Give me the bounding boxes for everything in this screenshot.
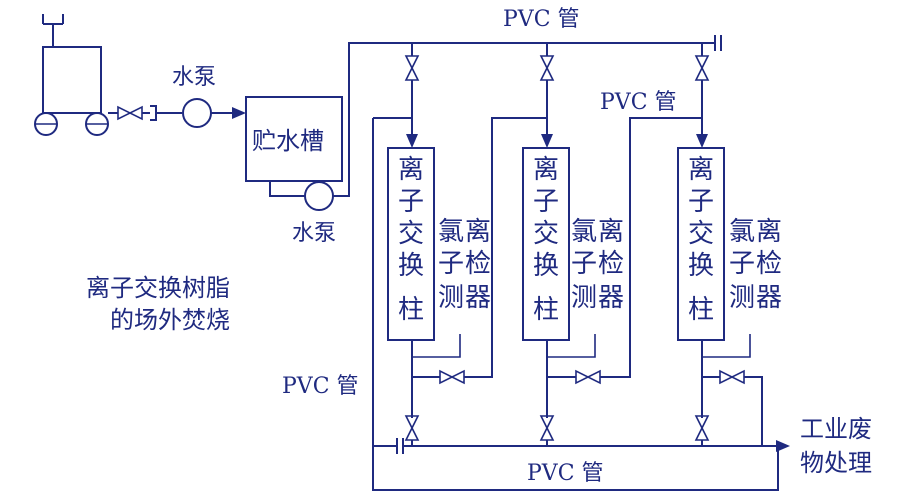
inlet-valve-1 xyxy=(405,55,419,81)
svg-text:换: 换 xyxy=(398,251,424,281)
column-3-label: 离 子 交 换 柱 xyxy=(688,155,714,325)
tanker-truck xyxy=(34,14,109,136)
svg-text:柱: 柱 xyxy=(533,295,559,325)
pump-to-header-pipe xyxy=(333,42,708,197)
svg-text:交: 交 xyxy=(688,219,714,249)
pump-bottom-label: 水泵 xyxy=(292,221,336,246)
svg-text:子: 子 xyxy=(571,249,597,279)
chloride-detector-1-label: 氯 子 测 离 检 器 xyxy=(438,217,491,313)
waste-treatment-label-1: 工业废 xyxy=(800,415,872,443)
svg-text:离: 离 xyxy=(398,155,424,185)
water-pump-top xyxy=(182,98,212,128)
svg-text:测: 测 xyxy=(438,283,464,313)
flow-arrow-to-tank xyxy=(232,107,246,119)
svg-text:测: 测 xyxy=(729,283,755,313)
flow-arrow-to-waste xyxy=(776,440,790,452)
svg-text:柱: 柱 xyxy=(398,295,424,325)
resin-incineration-label-2: 的场外焚烧 xyxy=(110,306,230,334)
water-pump-bottom xyxy=(304,181,334,211)
tank-outlet-pipe xyxy=(269,181,305,197)
pvc-left-label: PVC 管 xyxy=(282,374,359,399)
svg-text:换: 换 xyxy=(688,251,714,281)
svg-text:子: 子 xyxy=(438,249,464,279)
chloride-detector-3-label: 氯 子 测 离 检 器 xyxy=(729,217,782,313)
column-2-label: 离 子 交 换 柱 xyxy=(533,155,559,325)
resin-return-loop xyxy=(372,117,779,491)
svg-text:子: 子 xyxy=(533,187,559,217)
svg-text:氯: 氯 xyxy=(571,217,597,247)
header-end-cap xyxy=(714,35,722,51)
pvc-bottom-label: PVC 管 xyxy=(527,461,604,486)
svg-text:离: 离 xyxy=(465,217,491,247)
chloride-detector-2-label: 氯 子 测 离 检 器 xyxy=(571,217,624,313)
svg-text:子: 子 xyxy=(398,187,424,217)
svg-text:交: 交 xyxy=(398,219,424,249)
pvc-mid-label: PVC 管 xyxy=(600,90,677,115)
column-1-label: 离 子 交 换 柱 xyxy=(398,155,424,325)
storage-tank xyxy=(245,96,343,182)
svg-text:器: 器 xyxy=(598,283,624,313)
inlet-valve-2 xyxy=(540,55,554,81)
inlet-branch-3 xyxy=(695,43,709,148)
inlet-branch-1 xyxy=(405,43,419,148)
svg-text:子: 子 xyxy=(688,187,714,217)
svg-text:离: 离 xyxy=(598,217,624,247)
svg-text:器: 器 xyxy=(756,283,782,313)
truck-outlet-valve xyxy=(117,106,143,120)
svg-text:子: 子 xyxy=(729,249,755,279)
svg-text:换: 换 xyxy=(533,251,559,281)
svg-text:氯: 氯 xyxy=(438,217,464,247)
svg-text:交: 交 xyxy=(533,219,559,249)
svg-text:检: 检 xyxy=(598,249,624,279)
waste-treatment-label-2: 物处理 xyxy=(800,449,872,477)
svg-text:离: 离 xyxy=(688,155,714,185)
outlet-branch-3 xyxy=(695,334,763,446)
svg-text:器: 器 xyxy=(465,283,491,313)
svg-text:氯: 氯 xyxy=(729,217,755,247)
svg-text:离: 离 xyxy=(756,217,782,247)
outlet-branch-1 xyxy=(405,117,547,446)
hose-coupling xyxy=(142,105,157,121)
svg-text:测: 测 xyxy=(571,283,597,313)
svg-text:检: 检 xyxy=(756,249,782,279)
pvc-top-label: PVC 管 xyxy=(503,7,580,32)
svg-text:检: 检 xyxy=(465,249,491,279)
svg-text:离: 离 xyxy=(533,155,559,185)
inlet-valve-3 xyxy=(695,55,709,81)
collector-end-cap xyxy=(396,438,404,454)
inlet-branch-2 xyxy=(540,43,554,148)
resin-incineration-label-1: 离子交换树脂 xyxy=(86,274,230,302)
svg-text:柱: 柱 xyxy=(688,295,714,325)
storage-tank-label: 贮水槽 xyxy=(252,127,324,155)
pump-top-label: 水泵 xyxy=(172,65,216,90)
